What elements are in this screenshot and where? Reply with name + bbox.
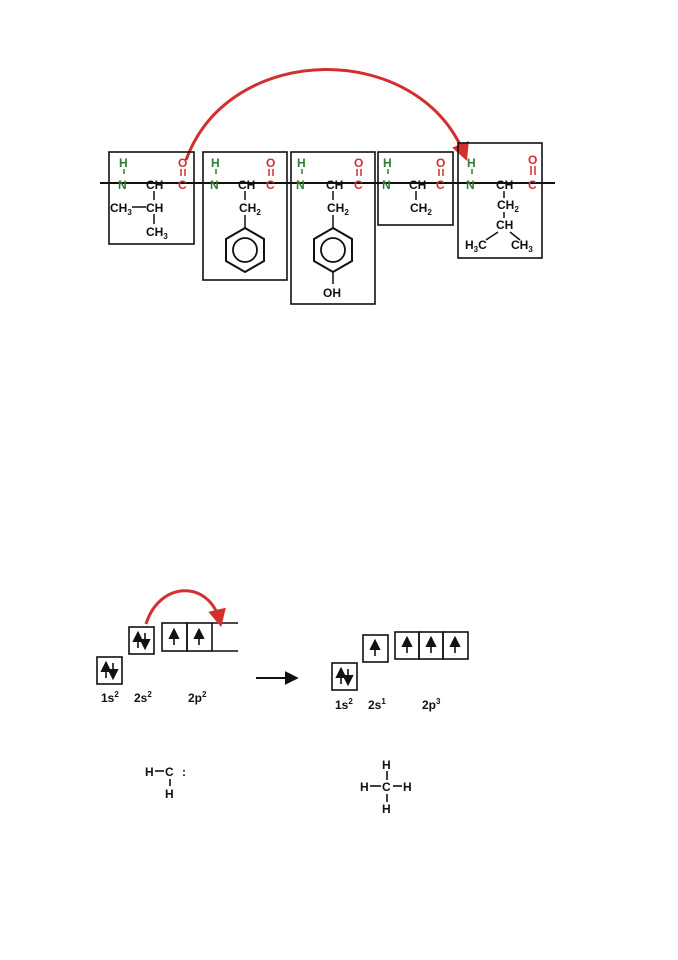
side-ch2: CH2 bbox=[327, 201, 349, 217]
orbital-box-2s bbox=[362, 634, 389, 663]
amine-n: N bbox=[466, 178, 475, 192]
methane-structure: H H C H H bbox=[360, 758, 412, 816]
side-ch2: CH2 bbox=[497, 198, 519, 214]
carbonyl-o: O bbox=[436, 156, 445, 170]
label-2s: 2s1 bbox=[368, 697, 386, 712]
methane-h-left: H bbox=[360, 780, 369, 794]
hydroxyl: OH bbox=[323, 286, 341, 300]
orbital-box-2pz bbox=[212, 622, 238, 652]
carbonyl-c: C bbox=[178, 178, 187, 192]
carbene-c: C bbox=[165, 765, 174, 779]
peptide-chain: H N CH CH3 CH CH3 O C H N CH CH2 O C H N bbox=[100, 68, 555, 305]
carbonyl-o: O bbox=[266, 156, 275, 170]
benzene-ring bbox=[225, 226, 265, 274]
carbonyl-o: O bbox=[528, 153, 537, 167]
methane-c: C bbox=[382, 780, 391, 794]
hydrogen-bond-arrow bbox=[184, 68, 469, 162]
side-ch: CH bbox=[146, 201, 163, 215]
side-ch2: CH2 bbox=[239, 201, 261, 217]
orbital-box-2pz bbox=[442, 631, 469, 660]
alpha-ch: CH bbox=[146, 178, 163, 192]
alpha-ch: CH bbox=[496, 178, 513, 192]
side-ch3-b: CH3 bbox=[146, 225, 168, 241]
carbene-structure: H C : H bbox=[145, 765, 186, 801]
orbital-ground-state: 1s2 2s2 2p2 bbox=[96, 589, 238, 705]
side-ch: CH bbox=[496, 218, 513, 232]
label-2s: 2s2 bbox=[134, 690, 152, 705]
orbital-excited-state: 1s2 2s1 2p3 bbox=[331, 631, 469, 712]
methane-h-top: H bbox=[382, 758, 391, 772]
amine-h: H bbox=[211, 156, 220, 170]
side-h3c: H3C bbox=[465, 238, 487, 254]
electron-pair-2s bbox=[132, 630, 151, 651]
amine-n: N bbox=[296, 178, 305, 192]
methane-h-right: H bbox=[403, 780, 412, 794]
promotion-arrow bbox=[144, 589, 226, 628]
amine-n: N bbox=[210, 178, 219, 192]
electron-pair-1s bbox=[100, 660, 119, 681]
carbene-h-left: H bbox=[145, 765, 154, 779]
residue-box-1 bbox=[108, 151, 195, 245]
alpha-ch: CH bbox=[409, 178, 426, 192]
amine-n: N bbox=[118, 178, 127, 192]
carbonyl-c: C bbox=[266, 178, 275, 192]
orbital-box-1s bbox=[331, 662, 358, 691]
side-ch3: CH3 bbox=[110, 201, 132, 217]
phenol-ring bbox=[313, 226, 353, 274]
residue-box-2 bbox=[202, 151, 288, 281]
label-1s: 1s2 bbox=[335, 697, 353, 712]
amine-h: H bbox=[383, 156, 392, 170]
carbonyl-o: O bbox=[178, 156, 187, 170]
label-2p: 2p2 bbox=[188, 690, 207, 705]
carbene-lone-pair: : bbox=[182, 765, 186, 779]
amine-n: N bbox=[382, 178, 391, 192]
electron-pair-1s bbox=[335, 666, 354, 687]
residue-box-4 bbox=[377, 151, 454, 226]
amine-h: H bbox=[119, 156, 128, 170]
residue-box-5 bbox=[457, 142, 543, 259]
amine-h: H bbox=[467, 156, 476, 170]
carbonyl-o: O bbox=[354, 156, 363, 170]
alpha-ch: CH bbox=[238, 178, 255, 192]
residue-box-3 bbox=[290, 151, 376, 305]
orbital-box-1s bbox=[96, 656, 123, 685]
methane-h-bottom: H bbox=[382, 802, 391, 816]
carbonyl-c: C bbox=[354, 178, 363, 192]
amine-h: H bbox=[297, 156, 306, 170]
orbital-box-2s bbox=[128, 626, 155, 655]
label-2p: 2p3 bbox=[422, 697, 441, 712]
label-1s: 1s2 bbox=[101, 690, 119, 705]
side-ch2: CH2 bbox=[410, 201, 432, 217]
orbital-box-2py bbox=[186, 622, 213, 652]
carbonyl-c: C bbox=[528, 178, 537, 192]
carbonyl-c: C bbox=[436, 178, 445, 192]
carbene-h-bottom: H bbox=[165, 787, 174, 801]
alpha-ch: CH bbox=[326, 178, 343, 192]
side-ch3: CH3 bbox=[511, 238, 533, 254]
